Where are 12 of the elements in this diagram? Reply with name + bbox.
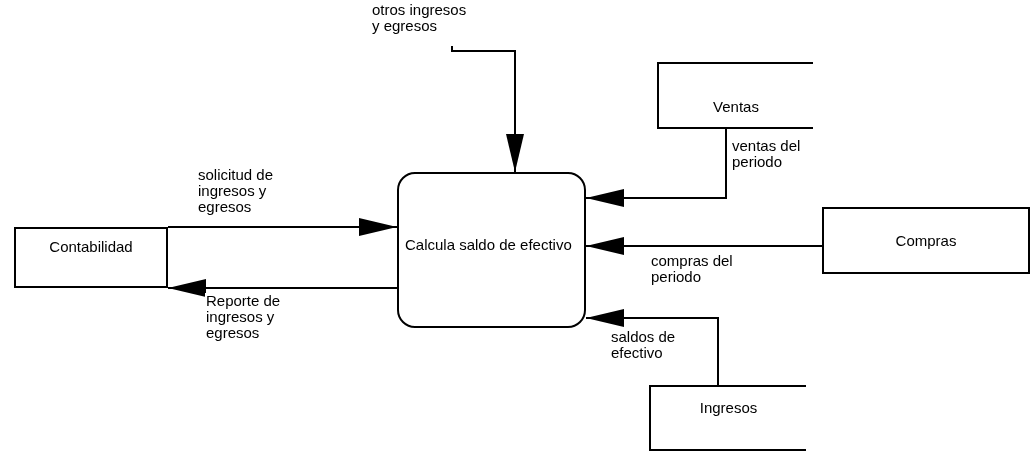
- source-text: otros ingresos y egresos: [372, 2, 476, 46]
- arrow: [451, 45, 524, 173]
- data-store: Ingresos: [649, 385, 806, 451]
- arrow: [167, 218, 398, 236]
- arrow: [585, 128, 727, 207]
- arrow: [585, 309, 719, 386]
- process-rounded-box: Calcula saldo de efectivo: [397, 172, 586, 328]
- data-store: Ventas: [657, 62, 813, 129]
- arrow: [167, 279, 398, 297]
- process-box: Contabilidad: [14, 227, 168, 288]
- process-box: Compras: [822, 207, 1030, 274]
- arrow: [585, 237, 823, 255]
